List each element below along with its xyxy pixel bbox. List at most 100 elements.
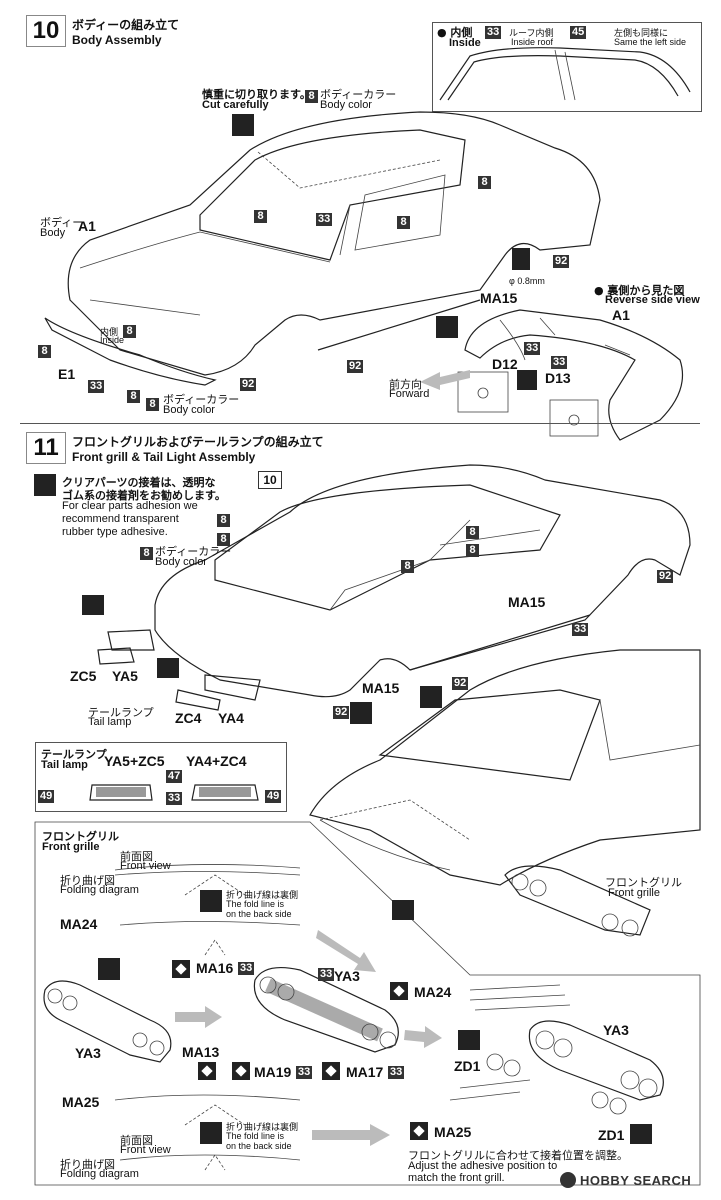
step-10-title-en: Body Assembly (72, 33, 162, 47)
s11-color-8-a: 8 (217, 514, 230, 527)
part-a1: A1 (78, 218, 96, 234)
body-color-jp-bottom: ボディーカラー (163, 393, 240, 406)
step-10-title-jp: ボディーの組み立て (72, 18, 180, 32)
s11-color-92-sill: 92 (452, 677, 469, 690)
grill-c33-c: 33 (296, 1066, 313, 1079)
step-10-number: 10 (26, 15, 66, 47)
part-ya4: YA4 (218, 710, 244, 726)
tail-box-title-jp: テールランプ (41, 748, 107, 761)
part-ya3-mid: YA3 (334, 968, 360, 984)
reverse-view-jp: ● 裏側から見た図 (594, 284, 685, 297)
s11-color-8-d: 8 (466, 526, 479, 539)
color-92-rear: 92 (553, 255, 570, 268)
sticker-icon-ma24 (390, 982, 408, 1000)
part-e1: E1 (58, 366, 76, 382)
inside-small-en: Inside (100, 335, 125, 345)
forward-jp: 前方向 (389, 378, 422, 391)
color-8-lower-a: 8 (127, 390, 140, 403)
part-ma13: MA13 (182, 1044, 220, 1060)
cut-tool-icon (232, 114, 254, 136)
s11-color-92-rear: 92 (657, 570, 674, 583)
s11-color-33-sill: 33 (572, 623, 589, 636)
color-33-bumper: 33 (88, 380, 105, 393)
step-divider (20, 423, 700, 424)
front-view-jp-2: 前面図 (120, 1134, 153, 1147)
color-33-pillar: 33 (316, 213, 333, 226)
adjust-jp: フロントグリルに合わせて接着位置を調整。 (408, 1149, 628, 1162)
cut-carefully-en: Cut carefully (202, 99, 269, 111)
clear-part-icon-zd1-b (630, 1124, 652, 1144)
color-8-bumper: 8 (38, 345, 51, 358)
watermark-text: HOBBY SEARCH (580, 1173, 692, 1188)
tail-box-title-en: Tail lamp (41, 759, 88, 771)
part-ma16: MA16 (196, 960, 234, 976)
sticker-icon-ma19 (232, 1062, 250, 1080)
tail-lamp-jp: テールランプ (88, 706, 154, 719)
s11-color-8-c: 8 (140, 547, 153, 560)
glue-icon (517, 370, 537, 390)
folding-en-1: Folding diagram (60, 884, 139, 896)
cut-carefully-jp: 慎重に切り取ります。 (202, 88, 311, 101)
tail-combo-a: YA5+ZC5 (104, 753, 165, 769)
adjust-en-2: match the front grill. (408, 1172, 505, 1184)
part-ma25-left: MA25 (62, 1094, 100, 1110)
note-jp-1: クリアパーツの接着は、透明な (62, 476, 216, 489)
part-a1-reverse: A1 (612, 307, 630, 323)
color-33-d12: 33 (524, 342, 541, 355)
tail-c49-left: 49 (38, 790, 55, 803)
tail-combo-b: YA4+ZC4 (186, 753, 247, 769)
s11-part-ma15-a: MA15 (508, 594, 546, 610)
clear-part-icon-b (157, 658, 179, 678)
part-ma15-step10: MA15 (480, 290, 518, 306)
grill-c33-d: 33 (388, 1066, 405, 1079)
grill-box-title-jp: フロントグリル (42, 830, 119, 843)
s11-color-8-e: 8 (466, 544, 479, 557)
body-label-jp: ボディー (40, 216, 84, 229)
step-11-title-jp: フロントグリルおよびテールランプの組み立て (72, 435, 324, 449)
drill-icon (512, 248, 530, 270)
front-view-en-1: Front view (120, 860, 171, 872)
folding-jp-2: 折り曲げ図 (60, 1158, 115, 1171)
inset-part-33: 33 (485, 26, 502, 39)
tail-c33: 33 (166, 792, 183, 805)
sticker-icon-ma17 (322, 1062, 340, 1080)
fold-note-jp-2: 折り曲げ線は裏側 (226, 1123, 299, 1133)
folding-en-2: Folding diagram (60, 1168, 139, 1180)
s11-color-8-f: 8 (401, 560, 414, 573)
part-ma19: MA19 (254, 1064, 292, 1080)
fold-note-en-2a: The fold line is (226, 1131, 285, 1141)
color-8-body-top: 8 (305, 90, 318, 103)
color-92-sill: 92 (347, 360, 364, 373)
part-zc4: ZC4 (175, 710, 202, 726)
sticker-icon-ma16 (172, 960, 190, 978)
drill-size: φ 0.8mm (509, 276, 545, 286)
inset-roof-inside-jp: ルーフ内側 (509, 29, 554, 39)
part-ya3-left: YA3 (75, 1045, 101, 1061)
forward-en: Forward (389, 388, 430, 400)
inside-small-jp: 内側 (100, 328, 119, 338)
part-zd1-left: ZD1 (454, 1058, 481, 1074)
front-view-en-2: Front view (120, 1144, 171, 1156)
color-8-lower-b: 8 (146, 398, 159, 411)
watermark-logo-icon (560, 1172, 576, 1188)
fold-icon-1 (200, 890, 222, 912)
step-11-number: 11 (26, 432, 66, 464)
inset-same-left-jp: 左側も同様に (614, 29, 669, 39)
adjust-en-1: Adjust the adhesive position to (408, 1160, 558, 1172)
note-en-3: rubber type adhesive. (62, 526, 168, 538)
front-grill-jp: フロントグリル (605, 876, 682, 889)
s11-part-ma15-b: MA15 (362, 680, 400, 696)
clear-glue-icon (34, 474, 56, 496)
clear-part-icon-zd1-a (458, 1030, 480, 1050)
cut-tool-icon-grill (98, 958, 120, 980)
color-8-rear: 8 (478, 176, 491, 189)
color-33-d13: 33 (551, 356, 568, 369)
part-ya3-right: YA3 (603, 1022, 629, 1038)
part-d12: D12 (492, 356, 518, 372)
color-8-windshield: 8 (254, 210, 267, 223)
fold-note-en-1a: The fold line is (226, 899, 285, 909)
part-zc5: ZC5 (70, 668, 97, 684)
sticker-icon-ma13 (198, 1062, 216, 1080)
grill-box-title-en: Front grille (42, 841, 100, 853)
